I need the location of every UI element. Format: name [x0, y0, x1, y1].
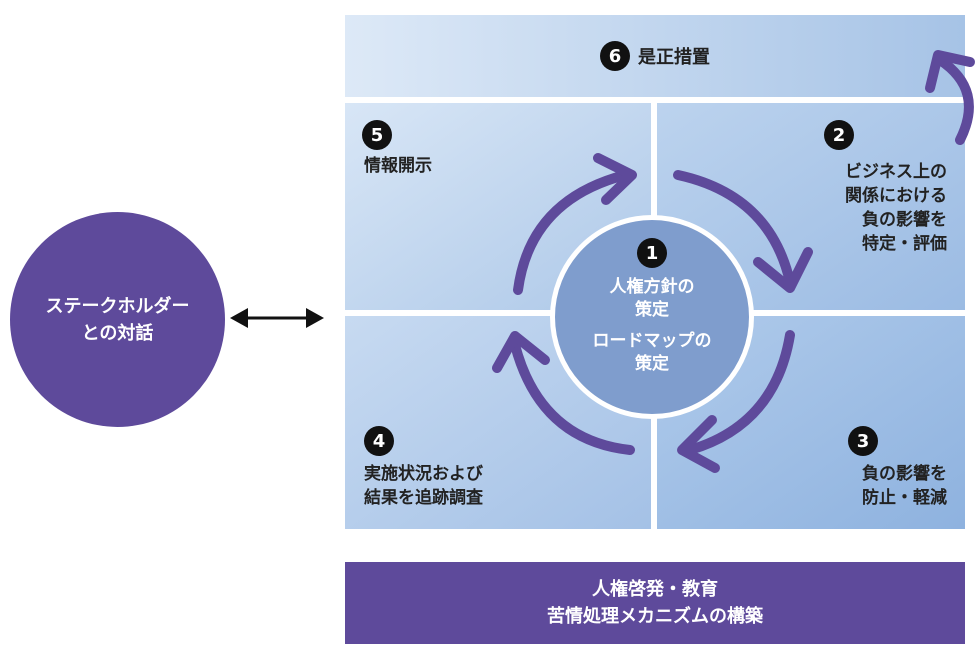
- bottom-band-line1: 人権啓発・教育: [592, 579, 718, 600]
- quad-tr-line2: 関係における: [845, 186, 947, 207]
- quad-tr-line3: 負の影響を: [862, 210, 947, 231]
- step-1-badge: 1: [637, 238, 667, 268]
- step-2-badge: 2: [824, 120, 854, 150]
- bottom-band-line2: 苦情処理メカニズムの構築: [547, 606, 763, 627]
- quad-tr-line4: 特定・評価: [862, 234, 947, 255]
- quad-tr-line1: ビジネス上の: [845, 162, 947, 182]
- quad-br-label: 負の影響を 防止・軽減: [862, 462, 947, 510]
- stakeholder-circle: ステークホルダー との対話: [10, 212, 225, 427]
- step-4-badge: 4: [364, 426, 394, 456]
- quad-bl-line1: 実施状況および: [364, 464, 483, 484]
- step-6-badge: 6: [600, 41, 630, 71]
- quad-br-line2: 防止・軽減: [862, 488, 947, 509]
- step-3-badge: 3: [848, 426, 878, 456]
- stakeholder-line1: ステークホルダー: [45, 295, 190, 317]
- stakeholder-line2: との対話: [81, 322, 154, 344]
- center-line2: 策定: [635, 299, 669, 320]
- top-band-bg: [345, 15, 965, 97]
- center-line4: 策定: [635, 353, 669, 374]
- center-line1: 人権方針の: [609, 277, 695, 297]
- center-line3: ロードマップの: [592, 330, 712, 351]
- quad-tl-line1: 情報開示: [364, 156, 432, 176]
- step-5-badge: 5: [362, 120, 392, 150]
- bottom-band: 人権啓発・教育 苦情処理メカニズムの構築: [345, 562, 965, 644]
- top-band-label: 是正措置: [638, 47, 710, 68]
- quad-br-line1: 負の影響を: [862, 464, 947, 484]
- quad-bl-line2: 結果を追跡調査: [364, 488, 483, 509]
- quad-tr-label: ビジネス上の 関係における 負の影響を 特定・評価: [845, 160, 947, 257]
- top-band: 6 是正措置: [345, 15, 965, 97]
- quad-bl-label: 実施状況および 結果を追跡調査: [364, 462, 483, 510]
- quad-tl-label: 情報開示: [364, 154, 432, 178]
- center-circle: 1 人権方針の 策定 ロードマップの 策定: [550, 215, 754, 419]
